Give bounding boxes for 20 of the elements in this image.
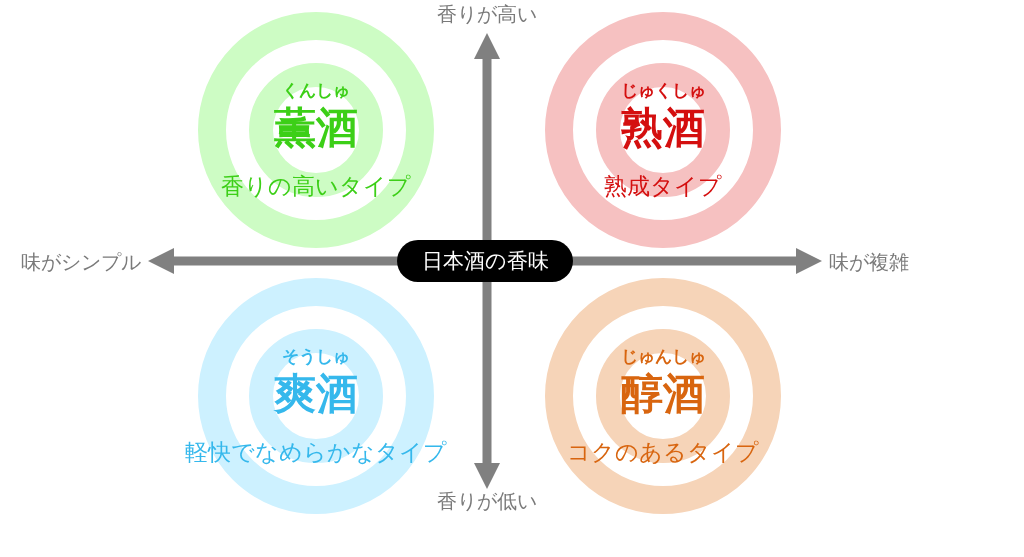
sake-type-name: 薫酒 bbox=[274, 105, 358, 152]
center-label-pill: 日本酒の香味 bbox=[397, 240, 573, 282]
concentric-circle bbox=[545, 278, 781, 514]
type-description: 軽快でなめらかなタイプ bbox=[185, 439, 447, 465]
reading-text: そうしゅ bbox=[282, 346, 350, 366]
type-description: コクのあるタイプ bbox=[567, 439, 759, 465]
axis-label: 味がシンプル bbox=[21, 251, 141, 273]
sake-type-name: 爽酒 bbox=[274, 371, 358, 418]
axis-label: 香りが高い bbox=[437, 3, 537, 25]
sake-type-name: 熟酒 bbox=[621, 105, 705, 152]
reading-text: じゅんしゅ bbox=[620, 346, 706, 366]
type-description: 熟成タイプ bbox=[604, 173, 722, 199]
concentric-circle bbox=[198, 12, 434, 248]
concentric-circle bbox=[545, 12, 781, 248]
axis-label: 味が複雑 bbox=[829, 251, 909, 273]
reading-text: くんしゅ bbox=[282, 80, 350, 100]
type-description: 香りの高いタイプ bbox=[221, 173, 411, 199]
reading-text: じゅくしゅ bbox=[620, 80, 706, 100]
axis-label: 香りが低い bbox=[437, 490, 537, 512]
sake-type-name: 醇酒 bbox=[621, 371, 705, 418]
